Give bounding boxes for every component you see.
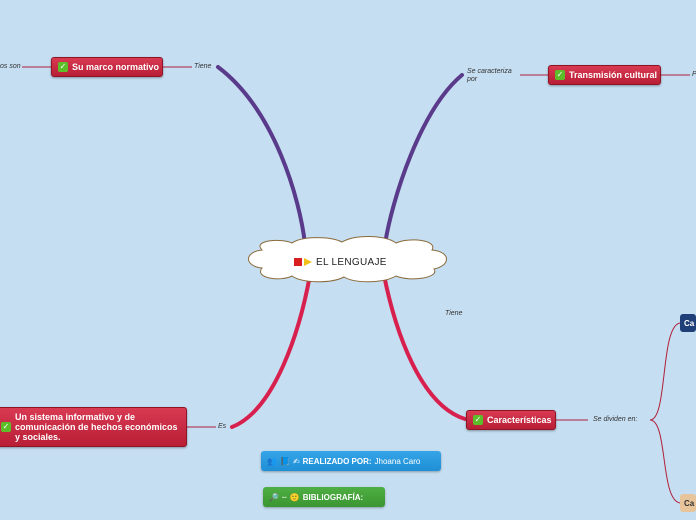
checkmark-icon: ✓: [1, 422, 11, 432]
link-icon: ╌: [281, 492, 287, 502]
checkmark-icon: ✓: [473, 415, 483, 425]
node-caracteristicas-text: Características: [487, 415, 552, 425]
label-p-right: P: [692, 71, 696, 79]
yellow-flag-icon: [304, 258, 312, 266]
bibliografia-label: BIBLIOGRAFÍA:: [302, 492, 364, 502]
node-sistema-informativo-text: Un sistema informativo y de comunicación…: [15, 412, 178, 442]
branch-to-transmision: [383, 73, 464, 246]
node-right-bottom-text: Ca: [684, 498, 695, 508]
branch-to-marco: [216, 65, 307, 246]
red-flag-icon: [294, 258, 302, 266]
writing-hand-icon: ✍: [292, 456, 300, 466]
realizado-por-name: Jhoana Caro: [374, 456, 421, 466]
realizado-por-label: REALIZADO POR:: [302, 456, 372, 466]
node-transmision-cultural[interactable]: ✓ Transmisión cultural: [548, 65, 661, 85]
label-tiene-left: Tiene: [194, 63, 212, 70]
checkmark-icon: ✓: [58, 62, 68, 72]
node-caracteristicas[interactable]: ✓ Características: [466, 410, 556, 430]
node-right-bottom-clipped[interactable]: Ca: [680, 494, 696, 512]
central-topic-text: EL LENGUAJE: [316, 256, 387, 268]
node-right-top-clipped[interactable]: Ca: [680, 314, 696, 332]
node-sistema-informativo[interactable]: ✓ Un sistema informativo y de comunicaci…: [0, 407, 187, 447]
branch-to-caracteristicas: [382, 273, 467, 421]
checkmark-icon: ✓: [555, 70, 565, 80]
node-marco-normativo[interactable]: ✓ Su marco normativo: [51, 57, 163, 77]
label-estos-son: os son: [0, 63, 21, 70]
book-icon: 📘: [279, 456, 290, 466]
connector-divide-bottom: [649, 419, 681, 504]
label-es: Es: [218, 423, 227, 430]
label-se-caracteriza: Se caracteriza por: [467, 68, 512, 83]
node-marco-normativo-text: Su marco normativo: [72, 62, 160, 72]
label-tiene-mid: Tiene: [445, 310, 463, 317]
node-transmision-cultural-text: Transmisión cultural: [569, 70, 658, 80]
central-topic[interactable]: EL LENGUAJE: [294, 254, 387, 270]
branch-to-sistema: [230, 273, 312, 429]
bibliografia-node[interactable]: 🔎 ╌ 🙂 BIBLIOGRAFÍA:: [263, 487, 385, 507]
central-cloud: [248, 236, 447, 283]
realizado-por-node[interactable]: 👥 📘 ✍ REALIZADO POR: Jhoana Caro: [261, 451, 441, 471]
face-icon: 🙂: [289, 492, 300, 502]
people-icon: 👥: [267, 456, 277, 466]
connector-divide-top: [649, 322, 681, 421]
node-right-top-text: Ca: [684, 318, 695, 328]
label-se-dividen: Se dividen en:: [593, 416, 638, 423]
magnifier-icon: 🔎: [269, 492, 279, 502]
